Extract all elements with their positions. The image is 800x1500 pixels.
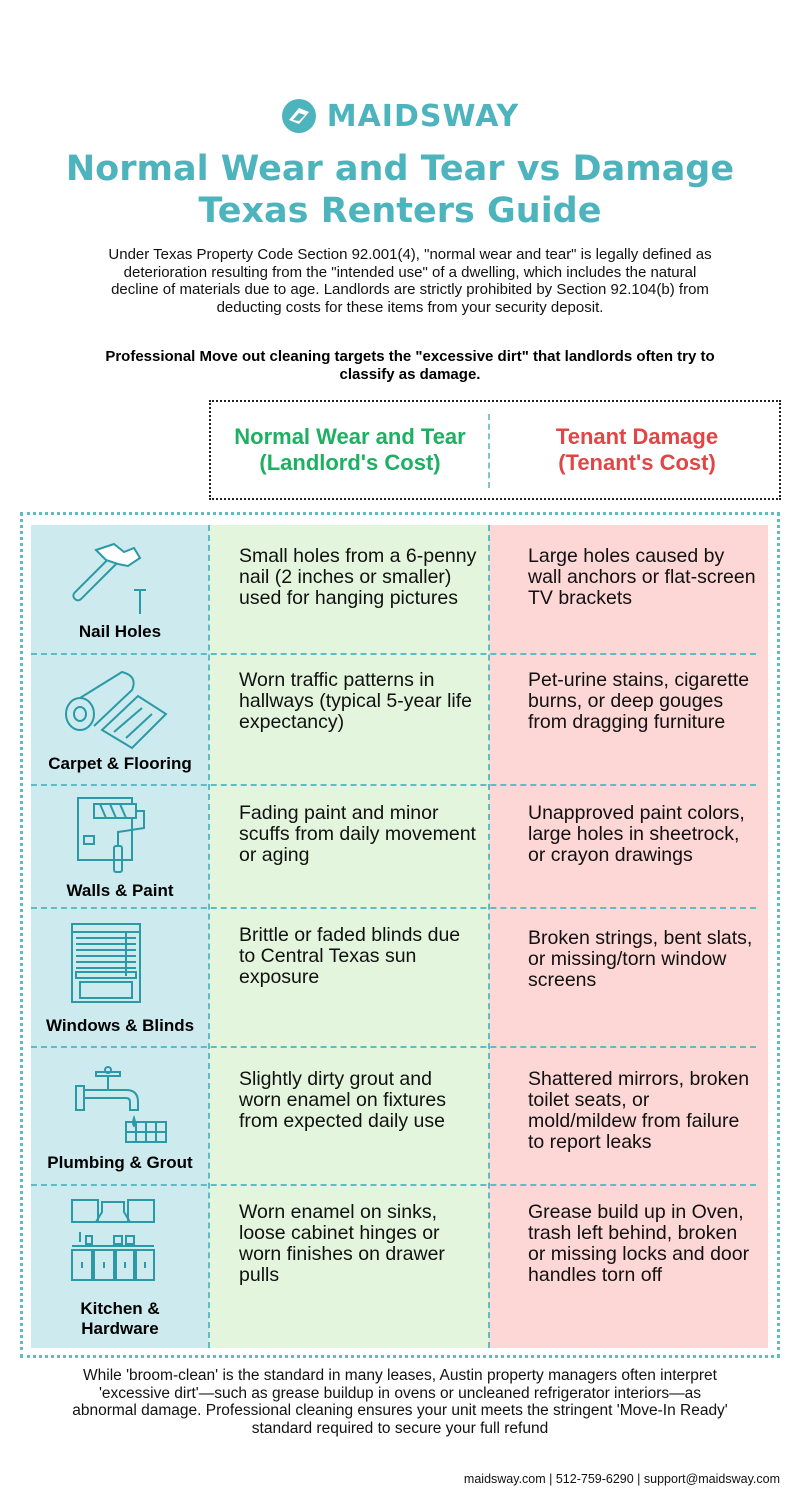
row-divider (31, 907, 756, 909)
row-divider (31, 784, 756, 786)
damage-cell-windows-blinds: Broken strings, bent slats, or missing/t… (528, 927, 753, 991)
brand-logo: MAIDSWAY (0, 94, 800, 138)
hammer-nail-icon (72, 542, 146, 614)
carpet-roll-icon (65, 670, 168, 750)
damage-cell-plumbing-grout: Shattered mirrors, broken toilet seats, … (528, 1068, 750, 1153)
row-category-nail-holes: Nail Holes (78, 622, 162, 641)
wear-cell-plumbing-grout: Slightly dirty grout and worn enamel on … (239, 1068, 447, 1132)
row-divider (31, 653, 756, 655)
contact-info: maidsway.com | 512-759-6290 | support@ma… (463, 1472, 780, 1486)
brand-name: MAIDSWAY (326, 98, 520, 134)
wear-cell-nail-holes: Small holes from a 6-penny nail (2 inche… (239, 545, 477, 609)
wear-cell-walls-paint: Fading paint and minor scuffs from daily… (239, 802, 476, 866)
paint-roller-icon (77, 797, 145, 873)
row-divider (31, 1184, 756, 1186)
damage-cell-walls-paint: Unapproved paint colors, large holes in … (528, 802, 745, 866)
intro-highlight: Professional Move out cleaning targets t… (105, 348, 715, 383)
category-column (31, 525, 209, 1348)
page-title-line1: Normal Wear and Tear vs Damage (65, 149, 735, 189)
row-category-carpet-flooring: Carpet & Flooring (48, 754, 192, 773)
maidsway-logo-icon (281, 99, 316, 133)
damage-column (489, 525, 768, 1348)
column-divider (208, 525, 210, 1348)
row-category-walls-paint: Walls & Paint (66, 881, 174, 900)
column-divider (488, 525, 490, 1348)
kitchen-cabinets-icon (71, 1199, 155, 1281)
row-divider (31, 1046, 756, 1048)
wear-column (209, 525, 489, 1348)
wear-column-header: Normal Wear and Tear (Landlord's Cost) (234, 424, 466, 475)
window-blinds-icon (71, 923, 141, 1003)
footer-paragraph: While 'broom-clean' is the standard in m… (72, 1367, 728, 1437)
row-category-plumbing-grout: Plumbing & Grout (47, 1153, 193, 1172)
row-category-kitchen-hardware: Kitchen & Hardware (80, 1299, 160, 1338)
damage-cell-nail-holes: Large holes caused by wall anchors or fl… (528, 545, 756, 609)
column-header-box: Normal Wear and Tear (Landlord's Cost) T… (209, 400, 781, 500)
row-category-windows-blinds: Windows & Blinds (45, 1016, 195, 1035)
comparison-table-frame (20, 512, 780, 1358)
wear-cell-kitchen-hardware: Worn enamel on sinks, loose cabinet hing… (239, 1201, 445, 1286)
intro-paragraph: Under Texas Property Code Section 92.001… (108, 246, 712, 316)
page-title-line2: Texas Renters Guide (198, 191, 602, 231)
faucet-tile-icon (75, 1066, 167, 1143)
damage-cell-kitchen-hardware: Grease build up in Oven, trash left behi… (528, 1201, 750, 1286)
wear-cell-carpet-flooring: Worn traffic patterns in hallways (typic… (239, 669, 473, 733)
header-divider (488, 414, 490, 488)
wear-cell-windows-blinds: Brittle or faded blinds due to Central T… (239, 924, 461, 988)
damage-cell-carpet-flooring: Pet-urine stains, cigarette burns, or de… (528, 669, 750, 733)
damage-column-header: Tenant Damage (Tenant's Cost) (555, 424, 719, 475)
